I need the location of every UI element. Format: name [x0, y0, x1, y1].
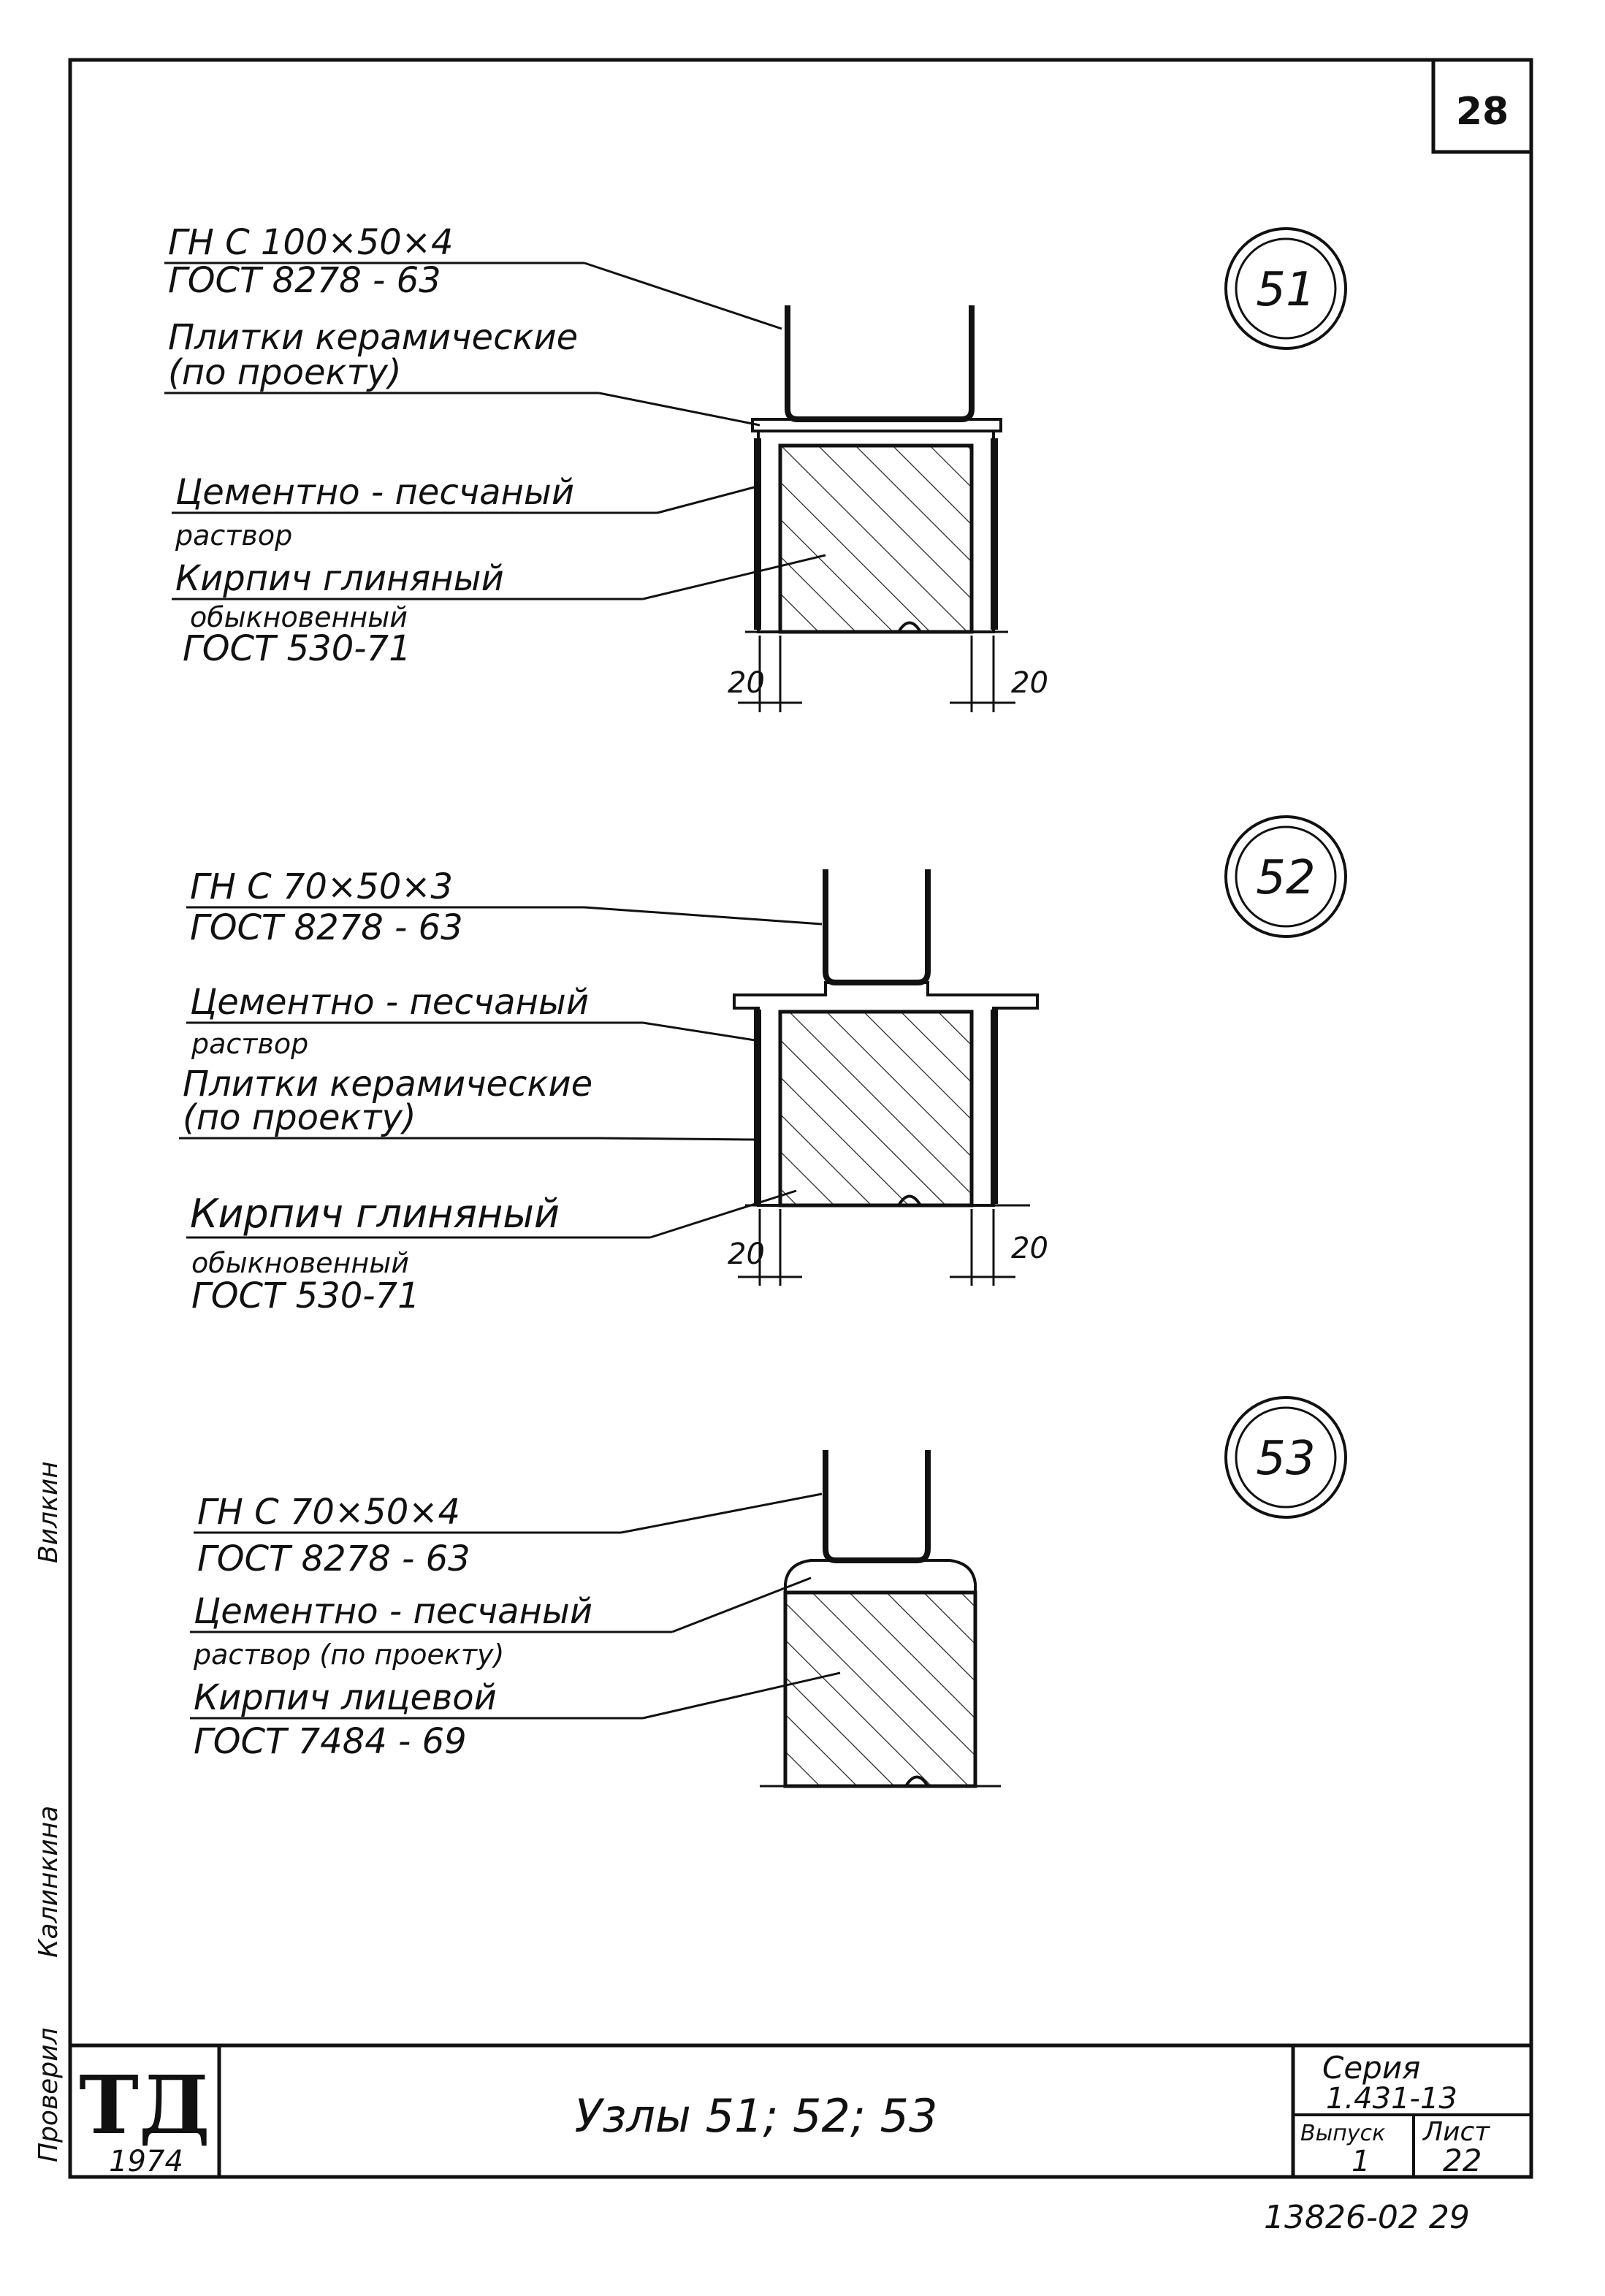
detail-node-52: 52 20 20 ГН С 70×50×3 ГОСТ 8278 - 63 Цем… — [179, 815, 1347, 1316]
label-brick-52: Кирпич глиняный — [190, 1191, 560, 1237]
dim-left-52: 20 — [728, 1237, 765, 1271]
page-number-box — [1431, 58, 1533, 154]
checked-label: Проверил — [34, 2027, 64, 2162]
label-mortar-51: Цементно - песчаный — [175, 472, 574, 513]
svg-text:обыкновенный: обыкновенный — [191, 1247, 409, 1279]
detail-node-51: 51 20 20 ГН С 100×50×4 ГОСТ 8278 - 63 Пл… — [164, 222, 1347, 712]
margin-signatures: Проверил Калинкина Вилкин — [34, 1461, 64, 2162]
stamp-code: 13826-02 29 — [1264, 2199, 1470, 2236]
svg-text:ГОСТ 530-71: ГОСТ 530-71 — [183, 628, 411, 669]
tile-right-52 — [991, 1010, 998, 1204]
sheet-frame — [68, 58, 1533, 2179]
mortar-53 — [784, 1559, 977, 1594]
svg-text:раствор: раствор — [175, 519, 292, 552]
channel-52 — [823, 869, 931, 985]
brick-core-52 — [780, 1012, 972, 1205]
issue-value: 1 — [1352, 2145, 1370, 2178]
node-circle-53 — [1224, 1396, 1347, 1519]
issue-label: Выпуск — [1300, 2121, 1385, 2146]
svg-text:ГОСТ 530-71: ГОСТ 530-71 — [191, 1275, 420, 1316]
brick-core-51 — [780, 446, 972, 632]
channel-51 — [785, 305, 975, 422]
svg-text:ГОСТ 8278 - 63: ГОСТ 8278 - 63 — [168, 260, 441, 301]
label-brick-53: Кирпич лицевой — [194, 1677, 497, 1718]
label-tiles-51: Плитки керамические — [168, 317, 578, 358]
dim-right-52: 20 — [1011, 1232, 1048, 1265]
year: 1974 — [109, 2145, 183, 2178]
svg-text:обыкновенный: обыкновенный — [190, 601, 408, 633]
checker-name: Калинкина — [34, 1806, 64, 1958]
brick-core-53 — [785, 1593, 975, 1786]
svg-text:(по проекту): (по проекту) — [183, 1097, 416, 1138]
drawing-title: Узлы 51; 52; 53 — [575, 2089, 938, 2143]
dim-left-51: 20 — [728, 666, 765, 700]
svg-text:ГОСТ 7484 - 69: ГОСТ 7484 - 69 — [194, 1721, 467, 1762]
channel-53 — [823, 1450, 931, 1563]
sheet-label: Лист — [1422, 2117, 1490, 2147]
label-channel-53: ГН С 70×50×4 — [197, 1492, 460, 1533]
svg-text:раствор: раствор — [191, 1028, 308, 1060]
td-logo: ТД — [79, 2058, 210, 2152]
label-channel-52: ГН С 70×50×3 — [190, 866, 453, 907]
sheet-value: 22 — [1443, 2143, 1482, 2178]
tile-right-51 — [991, 438, 998, 630]
tile-left-52 — [754, 1010, 761, 1204]
label-channel-51: ГН С 100×50×4 — [168, 222, 454, 263]
node-circle-51 — [1224, 227, 1347, 350]
node-circle-52 — [1224, 815, 1347, 938]
tile-left-51 — [754, 438, 761, 630]
node-number-53: 53 — [1256, 1432, 1315, 1486]
label-mortar-53: Цементно - песчаный — [194, 1591, 592, 1632]
series-label: Серия — [1322, 2050, 1420, 2086]
svg-text:(по проекту): (по проекту) — [168, 352, 402, 393]
series-value: 1.431-13 — [1326, 2082, 1457, 2116]
detail-node-53: 53 ГН С 70×50×4 ГОСТ 8278 - 63 Цементно … — [190, 1396, 1347, 1788]
svg-text:раствор (по проекту): раствор (по проекту) — [193, 1639, 504, 1671]
label-brick-51: Кирпич глиняный — [175, 558, 504, 599]
page-number: 28 — [1456, 90, 1509, 134]
node-number-51: 51 — [1256, 263, 1315, 317]
label-tiles-52: Плитки керамические — [183, 1064, 592, 1105]
node-number-52: 52 — [1256, 851, 1315, 905]
checker-signature: Вилкин — [34, 1461, 64, 1563]
title-block: ТД 1974 Узлы 51; 52; 53 Серия 1.431-13 В… — [70, 2043, 1531, 2178]
label-mortar-52: Цементно - песчаный — [190, 982, 589, 1023]
svg-text:ГОСТ 8278 - 63: ГОСТ 8278 - 63 — [197, 1538, 470, 1579]
dim-right-51: 20 — [1011, 666, 1048, 700]
svg-text:ГОСТ 8278 - 63: ГОСТ 8278 - 63 — [190, 907, 463, 948]
